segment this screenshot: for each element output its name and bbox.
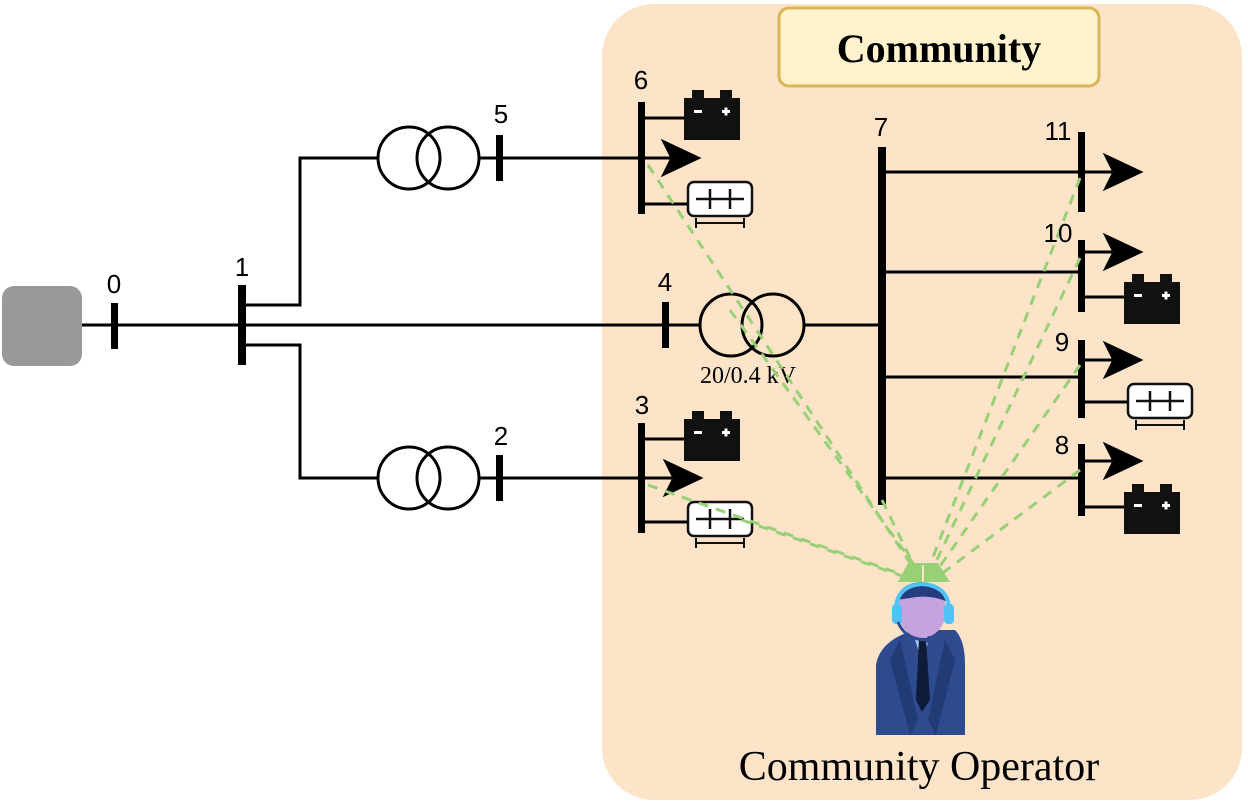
load-arrow-icon xyxy=(662,458,704,498)
network-lines xyxy=(82,116,1128,524)
load-arrows xyxy=(642,138,1144,498)
load-arrow-icon xyxy=(660,138,702,178)
transformer-icon xyxy=(376,125,481,191)
bus-label-2: 2 xyxy=(494,421,508,451)
bus-label-3: 3 xyxy=(635,390,649,420)
bus-label-10: 10 xyxy=(1044,218,1073,248)
load-arrow-icon xyxy=(1102,441,1144,481)
bus-5 xyxy=(496,135,503,181)
bus-7 xyxy=(878,147,886,505)
bus-1 xyxy=(238,285,246,365)
load-arrow-icon xyxy=(1102,232,1144,272)
transformers xyxy=(376,125,806,511)
transformer-icon xyxy=(376,445,481,511)
bus-9 xyxy=(1078,340,1085,418)
bus-6 xyxy=(638,102,645,214)
bus-label-0: 0 xyxy=(107,269,121,299)
bus-label-8: 8 xyxy=(1055,430,1069,460)
bus-4 xyxy=(662,302,669,348)
operator-icon xyxy=(876,581,965,735)
bus-label-4: 4 xyxy=(658,267,672,297)
bus-2 xyxy=(496,455,503,501)
bus-labels: 0 1 2 3 4 5 6 7 8 9 10 11 xyxy=(107,65,1073,460)
community-title: Community xyxy=(837,26,1041,71)
bus-label-1: 1 xyxy=(235,252,249,282)
load-arrow-icon xyxy=(1102,340,1144,380)
bus-3 xyxy=(638,423,645,533)
bus-0 xyxy=(111,303,118,349)
bus-11 xyxy=(1078,132,1085,212)
bus-label-6: 6 xyxy=(634,65,648,95)
grid-source-icon xyxy=(2,286,82,366)
community-title-box xyxy=(777,6,1101,88)
bus-label-5: 5 xyxy=(494,99,508,129)
operator-label: Community Operator xyxy=(739,744,1099,790)
bus-8 xyxy=(1078,444,1085,516)
bus-label-9: 9 xyxy=(1055,327,1069,357)
bus-10 xyxy=(1078,240,1085,312)
communication-links xyxy=(646,164,1082,580)
load-arrow-icon xyxy=(1102,152,1144,192)
bus-label-11: 11 xyxy=(1045,116,1072,146)
bus-label-7: 7 xyxy=(874,112,888,142)
bus-bars xyxy=(111,102,1085,533)
